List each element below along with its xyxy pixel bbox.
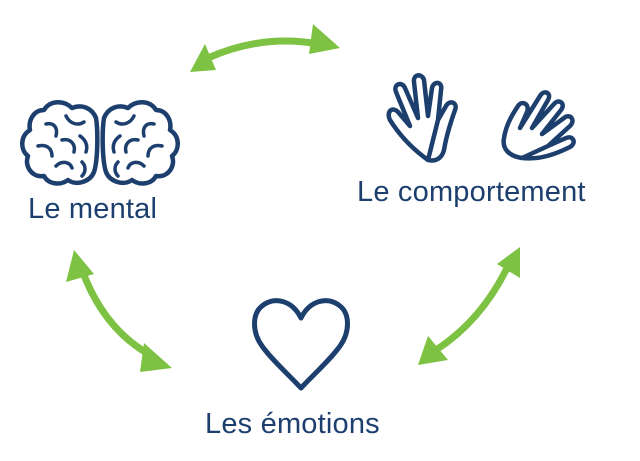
node-label-behavior: Le comportement xyxy=(357,176,586,208)
arrow-emotions-mental xyxy=(66,250,172,372)
node-label-emotions: Les émotions xyxy=(205,408,380,440)
brain-icon xyxy=(20,100,180,186)
node-label-mental: Le mental xyxy=(28,193,158,225)
arrow-mental-behavior xyxy=(190,24,340,72)
heart-icon xyxy=(252,298,350,391)
arrow-behavior-emotions xyxy=(418,247,520,365)
hands-icon xyxy=(386,73,576,163)
